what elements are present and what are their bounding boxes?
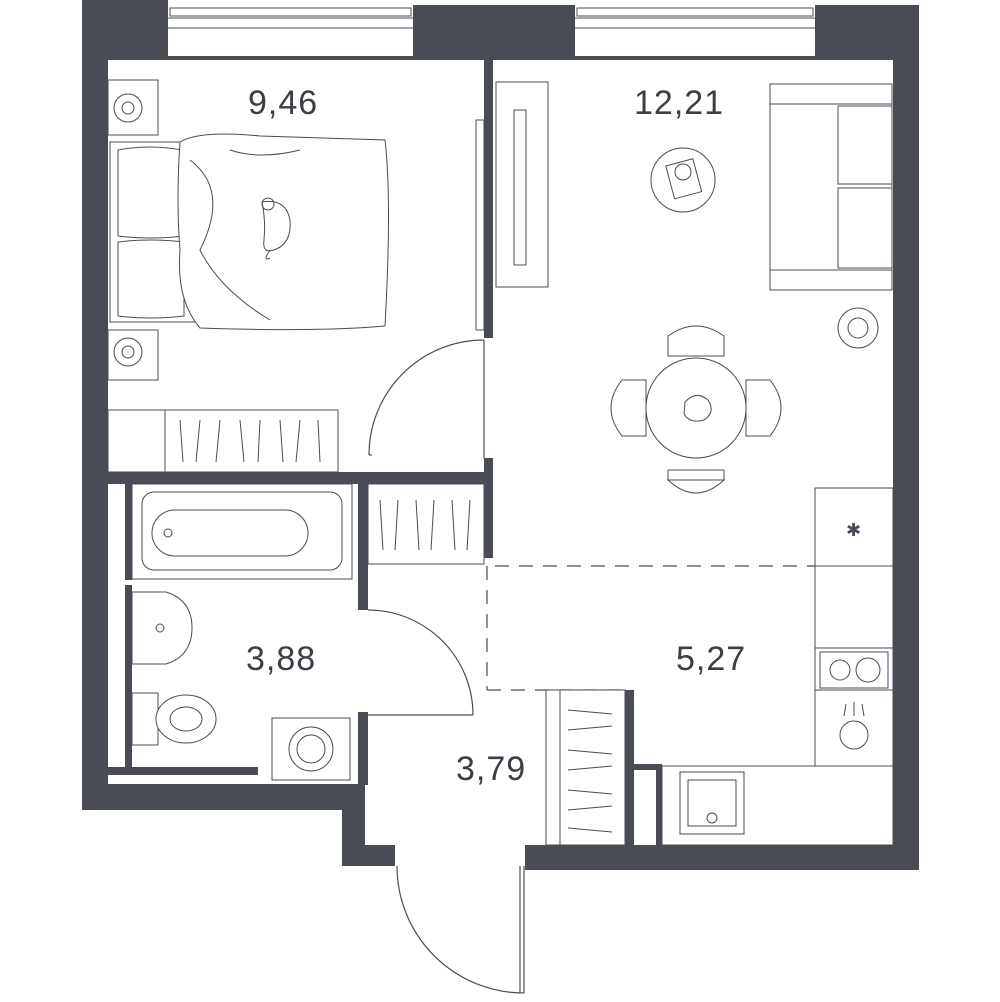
room-area-living: 12,21 [634,84,724,122]
svg-text:✱: ✱ [846,520,861,541]
interior-walls [108,60,662,845]
room-area-hallway: 3,79 [456,750,526,788]
living-furniture [495,81,893,494]
windows [168,7,815,29]
kitchen-zone-divider [486,565,893,691]
wardrobe-hangers-2 [567,709,613,833]
room-area-kitchen: 5,27 [676,640,746,678]
doors [367,339,525,994]
dining-table [610,325,782,494]
wardrobe-hangers-1 [179,419,321,463]
exterior-walls [82,0,919,870]
room-area-bedroom: 9,46 [248,84,318,122]
cat-icon [261,197,291,260]
room-area-bathroom: 3,88 [246,640,316,678]
kitchen-furniture: ✱ [661,487,894,846]
hallway-furniture [367,483,626,846]
bathroom-furniture [131,483,353,781]
bedroom-furniture [107,79,485,473]
